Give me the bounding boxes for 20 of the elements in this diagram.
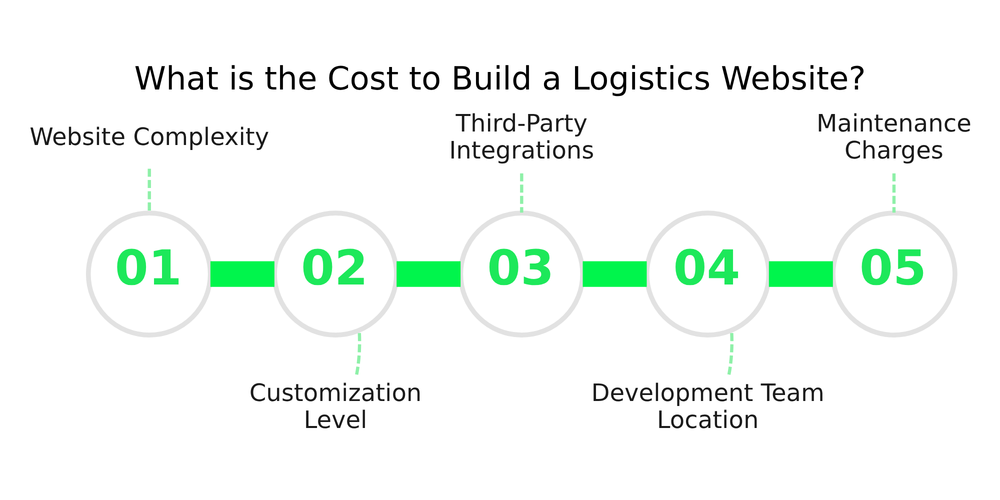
connector	[396, 261, 461, 287]
connector	[210, 261, 274, 287]
node-circle: 05	[830, 210, 958, 338]
node-text: Third-Party Integrations	[449, 109, 594, 165]
node-circle: 01	[86, 210, 213, 338]
connector	[892, 173, 896, 213]
connector	[768, 261, 833, 287]
node-text: Customization Level	[249, 378, 422, 434]
connector	[355, 330, 362, 375]
diagram-title: What is the Cost to Build a Logistics Website?	[134, 60, 866, 98]
connector	[520, 173, 524, 213]
connector	[582, 261, 647, 287]
node-text: Maintenance Charges	[816, 109, 972, 165]
node-text: Development Team Location	[591, 378, 824, 434]
node-circle: 03	[458, 210, 586, 338]
connector	[148, 168, 151, 213]
connector	[727, 330, 734, 375]
node-circle: 04	[644, 210, 772, 338]
node-text: Website Complexity	[30, 122, 270, 151]
node-circle: 02	[272, 210, 399, 338]
